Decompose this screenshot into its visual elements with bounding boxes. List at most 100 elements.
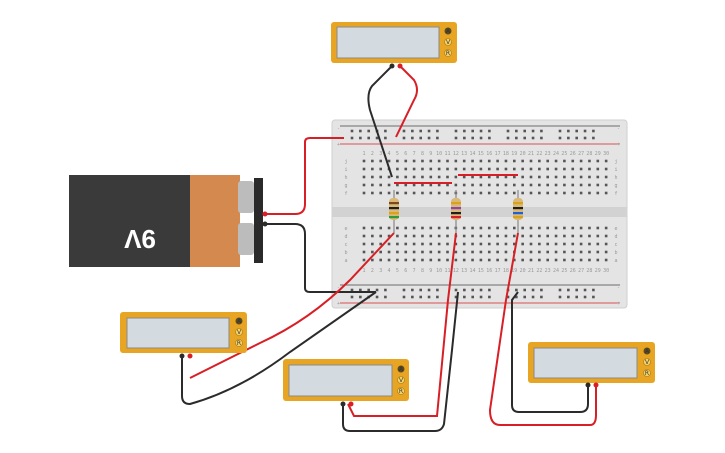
terminal-hole[interactable] (563, 242, 566, 246)
rail-hole[interactable] (575, 129, 578, 133)
terminal-hole[interactable] (371, 234, 374, 238)
multimeter-right-mode-a-icon[interactable] (643, 347, 651, 355)
multimeter-left-black-probe[interactable] (179, 353, 185, 359)
terminal-hole[interactable] (471, 191, 474, 195)
terminal-hole[interactable] (529, 250, 533, 254)
terminal-hole[interactable] (379, 159, 382, 163)
terminal-hole[interactable] (521, 234, 524, 238)
terminal-hole[interactable] (379, 183, 382, 187)
rail-hole[interactable] (350, 288, 354, 292)
terminal-hole[interactable] (563, 159, 566, 163)
multimeter-left-mode-a-icon[interactable] (235, 317, 243, 325)
rail-hole[interactable] (427, 288, 431, 292)
terminal-hole[interactable] (471, 242, 474, 246)
multimeter-top-black-probe[interactable] (389, 63, 395, 69)
terminal-hole[interactable] (546, 258, 549, 262)
terminal-hole[interactable] (437, 175, 441, 179)
rail-hole[interactable] (384, 295, 387, 299)
rail-hole[interactable] (567, 136, 570, 140)
terminal-hole[interactable] (429, 258, 433, 262)
rail-hole[interactable] (488, 136, 491, 140)
terminal-hole[interactable] (496, 242, 499, 246)
battery-red-wire[interactable] (265, 137, 344, 215)
terminal-hole[interactable] (362, 167, 366, 171)
terminal-hole[interactable] (396, 175, 399, 179)
multimeter-top-mode-a-icon[interactable] (444, 27, 452, 35)
terminal-hole[interactable] (496, 191, 499, 195)
terminal-hole[interactable] (604, 175, 608, 179)
multimeter-left[interactable]: A V R (120, 312, 247, 359)
terminal-hole[interactable] (412, 234, 416, 238)
terminal-hole[interactable] (429, 175, 433, 179)
rail-hole[interactable] (523, 129, 526, 133)
rail-hole[interactable] (436, 136, 439, 140)
terminal-hole[interactable] (437, 159, 441, 163)
rail-hole[interactable] (463, 288, 466, 292)
rail-hole[interactable] (567, 129, 570, 133)
multimeter-right-mode-v-icon[interactable] (643, 358, 651, 366)
battery-9v[interactable]: 9V (69, 175, 263, 267)
multimeter-right[interactable]: A V R (528, 342, 655, 388)
terminal-hole[interactable] (538, 234, 541, 238)
terminal-hole[interactable] (421, 226, 424, 230)
terminal-hole[interactable] (588, 175, 591, 179)
terminal-hole[interactable] (462, 234, 466, 238)
terminal-hole[interactable] (362, 183, 366, 187)
rail-hole[interactable] (558, 288, 562, 292)
multimeter-top[interactable]: A V R (331, 22, 457, 69)
battery-black-connector[interactable] (262, 221, 268, 227)
multimeter-right-black-probe[interactable] (585, 382, 591, 388)
terminal-hole[interactable] (396, 226, 399, 230)
terminal-hole[interactable] (504, 159, 508, 163)
terminal-hole[interactable] (596, 159, 600, 163)
terminal-hole[interactable] (362, 159, 366, 163)
terminal-hole[interactable] (379, 191, 382, 195)
terminal-hole[interactable] (579, 175, 583, 179)
terminal-hole[interactable] (429, 167, 433, 171)
terminal-hole[interactable] (471, 175, 474, 179)
terminal-hole[interactable] (596, 167, 600, 171)
terminal-hole[interactable] (429, 226, 433, 230)
rail-hole[interactable] (411, 136, 414, 140)
terminal-hole[interactable] (487, 242, 491, 246)
terminal-hole[interactable] (479, 242, 483, 246)
terminal-hole[interactable] (404, 191, 408, 195)
terminal-hole[interactable] (462, 250, 466, 254)
terminal-hole[interactable] (421, 234, 424, 238)
terminal-hole[interactable] (546, 159, 549, 163)
terminal-hole[interactable] (421, 159, 424, 163)
terminal-hole[interactable] (371, 250, 374, 254)
terminal-hole[interactable] (412, 167, 416, 171)
rail-hole[interactable] (402, 295, 406, 299)
top-meter-black-wire[interactable] (367, 65, 393, 178)
terminal-hole[interactable] (513, 175, 516, 179)
rail-hole[interactable] (427, 136, 431, 140)
terminal-hole[interactable] (529, 167, 533, 171)
terminal-hole[interactable] (496, 175, 499, 179)
terminal-hole[interactable] (487, 234, 491, 238)
terminal-hole[interactable] (513, 183, 516, 187)
terminal-hole[interactable] (412, 258, 416, 262)
rail-hole[interactable] (419, 136, 422, 140)
terminal-hole[interactable] (604, 226, 608, 230)
rail-hole[interactable] (506, 136, 510, 140)
terminal-hole[interactable] (496, 167, 499, 171)
terminal-hole[interactable] (513, 226, 516, 230)
terminal-hole[interactable] (421, 191, 424, 195)
rail-hole[interactable] (583, 288, 587, 292)
terminal-hole[interactable] (513, 234, 516, 238)
middle-meter-black-wire[interactable] (342, 291, 459, 432)
right-meter-red-wire[interactable] (488, 232, 597, 426)
terminal-hole[interactable] (588, 183, 591, 187)
terminal-hole[interactable] (579, 226, 583, 230)
terminal-hole[interactable] (371, 175, 374, 179)
multimeter-left-mode-r-icon[interactable] (235, 339, 243, 347)
terminal-hole[interactable] (462, 191, 466, 195)
rail-hole[interactable] (350, 295, 354, 299)
terminal-hole[interactable] (554, 159, 558, 163)
terminal-hole[interactable] (546, 167, 549, 171)
wires[interactable] (181, 65, 597, 432)
terminal-hole[interactable] (571, 258, 575, 262)
terminal-hole[interactable] (362, 258, 366, 262)
